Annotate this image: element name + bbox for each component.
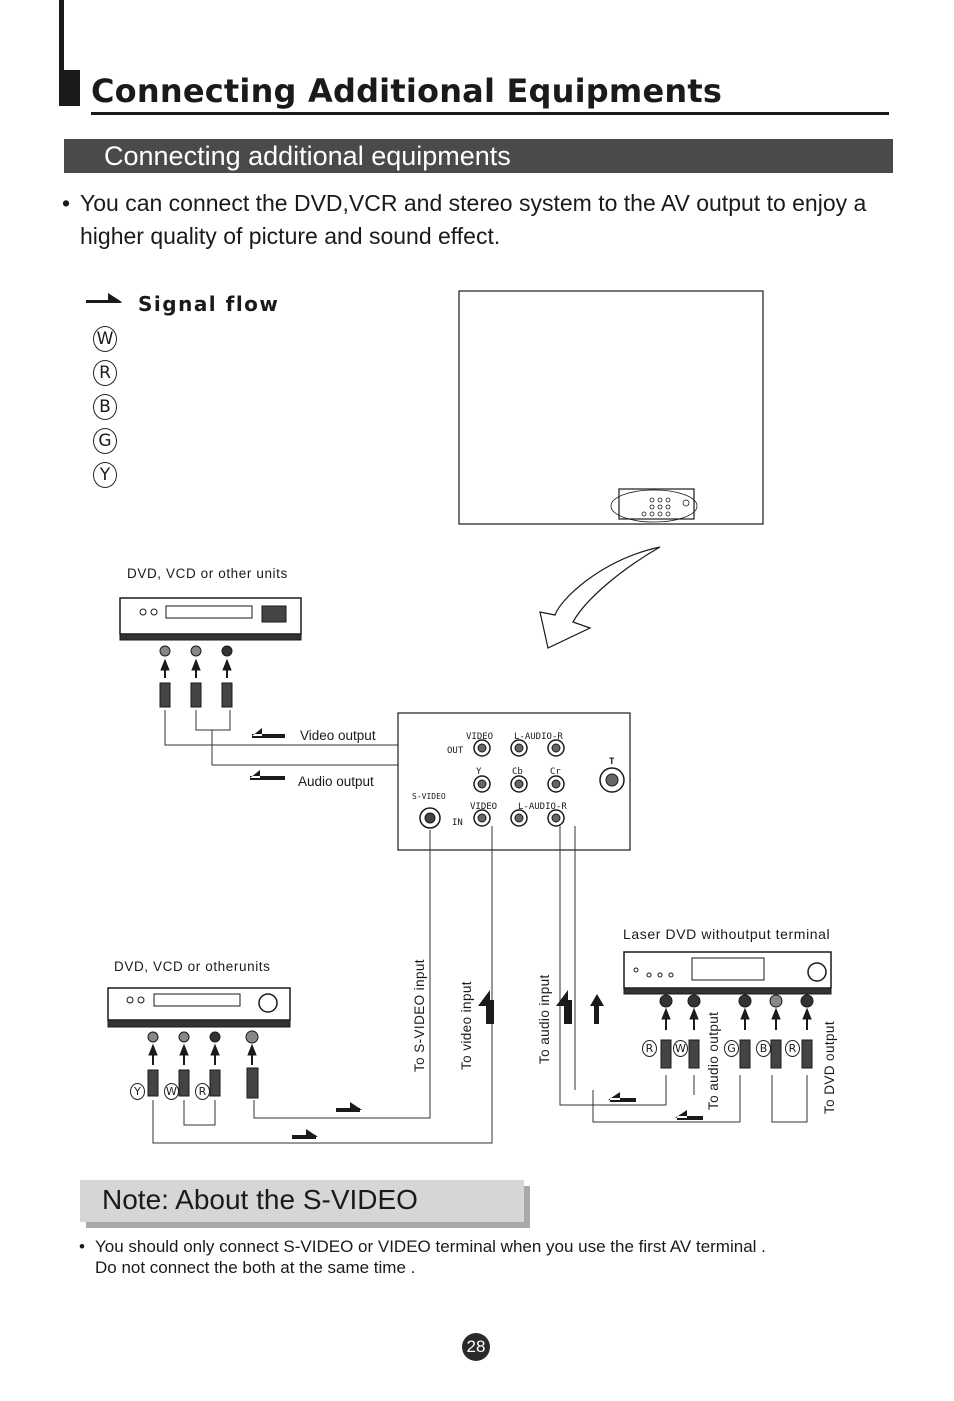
note-title: Note: About the S-VIDEO xyxy=(102,1184,418,1215)
legend-letter-y: Y xyxy=(93,462,117,488)
device-bottom-label: DVD, VCD or otherunits xyxy=(114,959,271,974)
page-number: 28 xyxy=(462,1333,490,1361)
panel-video-in-label: VIDEO xyxy=(470,802,497,812)
to-dvd-output-label: To DVD output xyxy=(822,1021,837,1114)
laser-dvd-label: Laser DVD withoutput terminal xyxy=(623,926,831,942)
panel-in-label: IN xyxy=(452,818,463,828)
dvd-unit-top xyxy=(119,597,302,708)
note-box xyxy=(80,1180,524,1222)
dvd-plug-letter-r1: R xyxy=(642,1040,657,1057)
legend-letter-b: B xyxy=(93,394,117,420)
signal-flow-arrow-icon xyxy=(86,293,122,303)
title-underline xyxy=(91,112,889,115)
note-bullet: • xyxy=(79,1237,85,1256)
plug-letter-y: Y xyxy=(130,1083,145,1100)
intro-bullet: • xyxy=(62,190,71,216)
laser-dvd-unit xyxy=(623,951,832,1069)
to-video-input-label: To video input xyxy=(459,981,474,1070)
audio-output-label: Audio output xyxy=(298,774,374,789)
legend-letter-g: G xyxy=(93,428,117,454)
panel-cb-label: Cb xyxy=(512,767,523,777)
to-audio-input-label: To audio input xyxy=(537,974,552,1064)
panel-audio-lr-label: L-AUDIO-R xyxy=(514,732,563,742)
intro-paragraph: • You can connect the DVD,VCR and stereo… xyxy=(62,187,902,253)
panel-svideo-label: S-VIDEO xyxy=(412,792,446,801)
panel-out-label: OUT xyxy=(447,746,464,756)
plug-letter-r: R xyxy=(195,1083,210,1100)
video-output-label: Video output xyxy=(300,728,376,743)
dvd-plug-letter-w: W xyxy=(673,1040,688,1057)
device-top-label: DVD, VCD or other units xyxy=(127,566,288,581)
dvd-plug-letter-g: G xyxy=(724,1040,739,1057)
note-paragraph: • You should only connect S-VIDEO or VID… xyxy=(79,1236,879,1278)
panel-audio-in-label: L-AUDIO-R xyxy=(518,802,567,812)
av-jack-panel xyxy=(397,712,631,851)
section-bar xyxy=(64,139,893,173)
panel-y-label: Y xyxy=(476,767,482,777)
dvd-plug-letter-r2: R xyxy=(785,1040,800,1057)
panel-video-label: VIDEO xyxy=(466,732,493,742)
signal-flow-label: Signal flow xyxy=(138,292,280,316)
section-title: Connecting additional equipments xyxy=(104,141,511,171)
connection-diagram: VIDEO L-AUDIO-R OUT Y Cb Cr T S-VIDEO VI… xyxy=(107,290,832,1144)
dvd-plug-letter-b: B xyxy=(756,1040,771,1057)
header-block xyxy=(59,70,80,106)
dvd-unit-bottom xyxy=(107,987,291,1099)
zoom-arrow xyxy=(539,546,661,649)
note-text-line1: You should only connect S-VIDEO or VIDEO… xyxy=(95,1237,766,1256)
intro-text: You can connect the DVD,VCR and stereo s… xyxy=(80,190,867,249)
legend-letter-w: W xyxy=(93,326,117,352)
panel-t-label: T xyxy=(609,757,615,767)
panel-cr-label: Cr xyxy=(550,767,561,777)
tv-back-panel xyxy=(458,290,764,525)
plug-letter-w: W xyxy=(164,1083,179,1100)
note-text-line2: Do not connect the both at the same time… xyxy=(95,1258,416,1277)
header-vertical-bar xyxy=(59,0,64,105)
legend-letter-r: R xyxy=(93,360,117,386)
page-title: Connecting Additional Equipments xyxy=(91,72,723,110)
to-svideo-input-label: To S-VIDEO input xyxy=(412,959,427,1072)
to-audio-output-label: To audio output xyxy=(706,1011,721,1110)
